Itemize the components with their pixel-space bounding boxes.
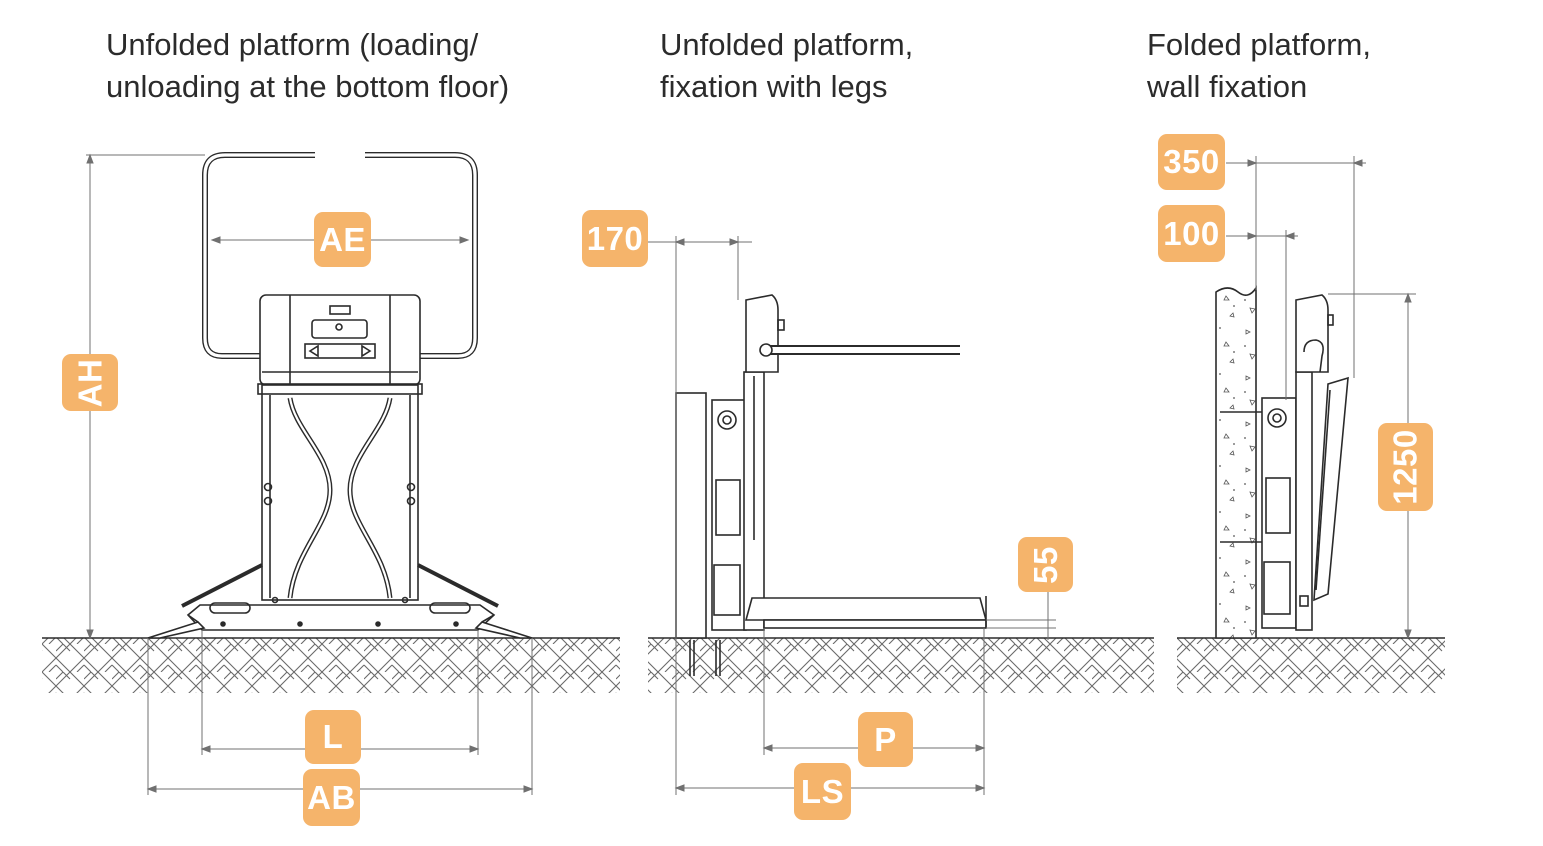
caption-line-2: fixation with legs <box>660 69 888 104</box>
label-text: LS <box>800 772 845 810</box>
dimension-label-55: 55 <box>1018 537 1073 592</box>
base-platform <box>186 604 496 631</box>
label-text: 100 <box>1163 214 1220 252</box>
ground-side <box>648 637 1154 693</box>
dimension-label-ls: LS <box>794 763 851 820</box>
dimension-label-1250: 1250 <box>1378 423 1433 511</box>
caption-line-2: wall fixation <box>1147 69 1308 104</box>
label-text: 350 <box>1163 143 1220 180</box>
side-view-lift <box>675 294 988 676</box>
label-text: L <box>322 718 344 755</box>
dimension-label-p: P <box>858 712 913 767</box>
label-text: AH <box>70 358 108 407</box>
caption-unfolded-bottom-floor: Unfolded platform (loading/ unloading at… <box>106 24 509 108</box>
dimension-label-ab: AB <box>303 769 360 826</box>
ground-front <box>42 637 620 693</box>
dimension-label-100: 100 <box>1158 205 1225 262</box>
label-text: P <box>874 720 897 758</box>
caption-line-1: Unfolded platform (loading/ <box>106 27 479 62</box>
ground-folded <box>1177 637 1445 693</box>
front-view-lift <box>147 152 533 639</box>
dimension-label-350: 350 <box>1158 134 1225 190</box>
caption-line-1: Folded platform, <box>1147 27 1371 62</box>
caption-unfolded-legs: Unfolded platform, fixation with legs <box>660 24 913 108</box>
dimension-label-l: L <box>305 710 361 764</box>
folded-view-lift <box>1215 285 1349 639</box>
label-text: 170 <box>586 219 644 257</box>
caption-folded-wall: Folded platform, wall fixation <box>1147 24 1371 108</box>
dimension-label-170: 170 <box>582 210 648 267</box>
support-leg <box>675 392 707 639</box>
label-text: AB <box>307 778 356 816</box>
dimension-label-ae: AE <box>314 212 371 267</box>
side-dimensions <box>648 236 1056 795</box>
label-text: AE <box>319 220 366 258</box>
dimension-label-ah: AH <box>62 354 118 411</box>
caption-line-1: Unfolded platform, <box>660 27 914 62</box>
label-text: 55 <box>1026 545 1064 584</box>
caption-line-2: unloading at the bottom floor) <box>106 69 510 104</box>
label-text: 1250 <box>1386 429 1424 505</box>
side-platform <box>744 597 988 621</box>
folded-platform <box>1313 376 1349 602</box>
wall <box>1215 285 1257 639</box>
